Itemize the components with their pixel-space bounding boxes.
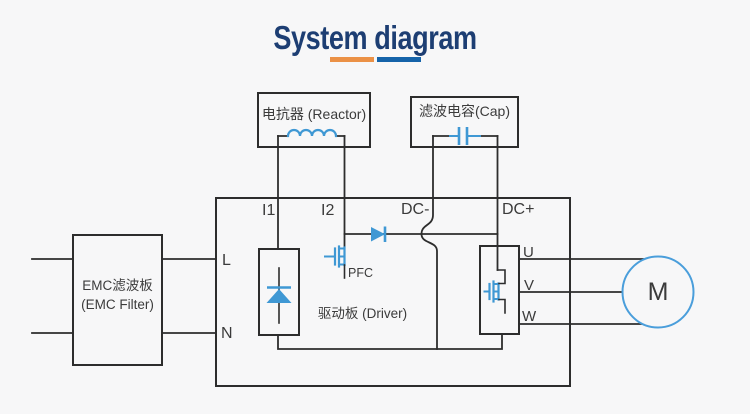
capacitor-icon <box>449 127 481 145</box>
inverter-box <box>479 245 520 335</box>
boost-diode-icon <box>371 226 387 242</box>
rectifier-diode-icon <box>266 267 292 324</box>
emc-filter-label-en: (EMC Filter) <box>81 297 154 312</box>
terminal-n: N <box>221 325 233 342</box>
boost-diode-triangle <box>371 227 385 242</box>
terminal-w: W <box>522 308 537 325</box>
terminal-dc-plus: DC+ <box>502 201 535 218</box>
title-underline-orange <box>330 57 374 62</box>
motor-label: M <box>647 278 669 306</box>
terminal-l: L <box>222 252 231 269</box>
inverter-mosfet-icon <box>483 269 506 314</box>
inverter-mosfet-source-lead <box>498 298 506 314</box>
capacitor-plates <box>457 127 469 145</box>
wires <box>31 135 644 350</box>
rectifier-diode-triangle <box>266 289 292 303</box>
emc-filter-label-cn: EMC滤波板 <box>82 278 153 293</box>
inverter-mosfet-drain-lead <box>496 269 506 285</box>
terminal-i1: I1 <box>262 202 276 219</box>
terminal-v: V <box>524 277 535 294</box>
rectifier-box <box>258 248 300 336</box>
capacitor-label: 滤波电容(Cap) <box>418 103 510 119</box>
terminal-dc-minus: DC- <box>401 201 430 218</box>
reactor-box <box>257 92 371 148</box>
boxes <box>72 92 571 387</box>
motor-circle <box>621 255 695 329</box>
terminal-i2: I2 <box>321 202 335 219</box>
wire-dc-bus-bottom <box>277 333 503 350</box>
emc-filter-box <box>72 234 163 366</box>
capacitor-box <box>410 96 519 148</box>
pfc-mosfet-icon <box>324 245 346 279</box>
inductor-icon <box>286 128 338 138</box>
driver-board-label: 驱动板 (Driver) <box>317 306 408 321</box>
pfc-label: PFC <box>348 266 373 280</box>
driver-board-box <box>215 197 571 387</box>
page-title: System diagram <box>0 19 750 57</box>
page-title-text: System diagram <box>273 19 477 56</box>
emc-filter-label: EMC滤波板 (EMC Filter) <box>73 276 162 314</box>
reactor-label: 电抗器 (Reactor) <box>261 106 367 122</box>
title-underline-blue <box>377 57 421 62</box>
terminal-u: U <box>523 244 534 261</box>
